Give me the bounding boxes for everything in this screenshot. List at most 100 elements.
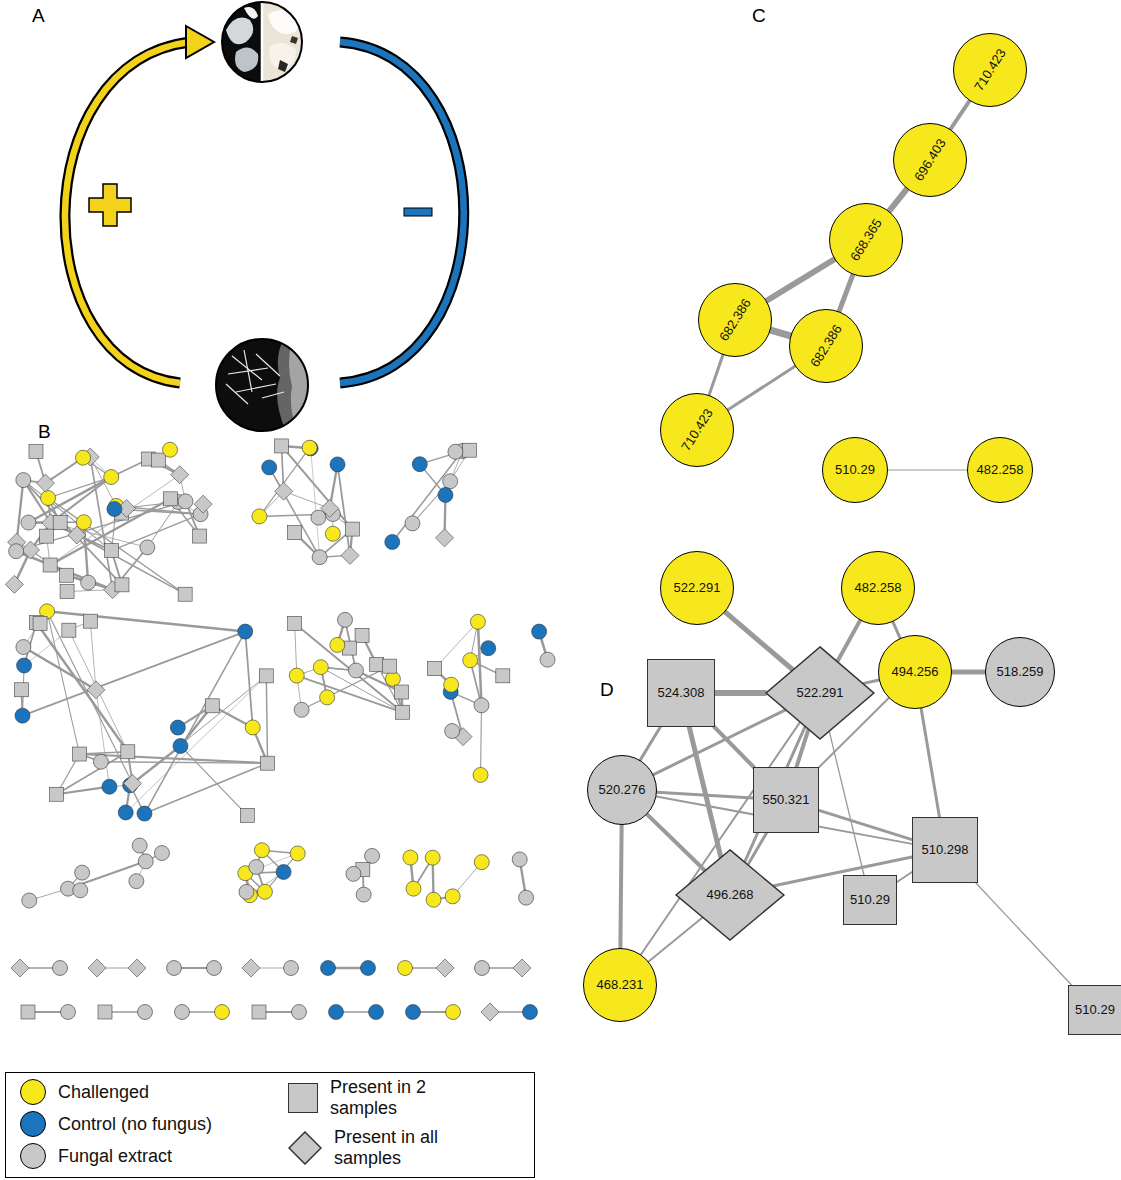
overview-node bbox=[412, 457, 427, 472]
overview-node bbox=[312, 550, 327, 565]
overview-node bbox=[238, 624, 253, 639]
overview-node bbox=[73, 747, 87, 761]
overview-square bbox=[50, 787, 64, 801]
overview-square bbox=[394, 685, 408, 699]
hypha bbox=[244, 350, 252, 392]
network-node-diamond: 522.291 bbox=[765, 646, 875, 740]
overview-node bbox=[284, 961, 299, 976]
overview-circle bbox=[475, 961, 490, 976]
overview-node bbox=[338, 612, 353, 627]
overview-node bbox=[154, 846, 169, 861]
overview-circle bbox=[16, 473, 31, 488]
overview-circle bbox=[398, 961, 413, 976]
overview-circle bbox=[426, 892, 441, 907]
legend-swatch bbox=[288, 1131, 322, 1165]
panel-letter: A bbox=[32, 6, 45, 25]
network-edge bbox=[715, 690, 765, 696]
overview-edge bbox=[47, 611, 79, 754]
network-edge bbox=[864, 680, 879, 683]
overview-square bbox=[33, 616, 47, 630]
network-edge bbox=[819, 810, 912, 839]
overview-circle bbox=[481, 641, 496, 656]
overview-node bbox=[128, 959, 146, 977]
overview-node bbox=[385, 534, 400, 549]
photo-frame bbox=[216, 339, 308, 431]
overview-node bbox=[170, 720, 185, 735]
overview-node bbox=[446, 1005, 461, 1020]
mass-label: 510.29 bbox=[850, 893, 890, 907]
overview-square bbox=[275, 439, 289, 453]
overview-node bbox=[240, 808, 254, 822]
overview-edge bbox=[284, 491, 330, 508]
overview-node bbox=[16, 640, 31, 655]
overview-node bbox=[73, 883, 88, 898]
overview-circle bbox=[132, 838, 147, 853]
overview-node bbox=[60, 585, 74, 599]
network-edge bbox=[714, 727, 753, 767]
network-edge bbox=[767, 259, 835, 300]
overview-node bbox=[475, 961, 490, 976]
hypha bbox=[236, 384, 276, 392]
overview-node bbox=[115, 578, 129, 592]
network-edge bbox=[829, 732, 864, 875]
legend-swatch bbox=[288, 1083, 318, 1113]
network-node-circle: 510.29 bbox=[822, 437, 888, 503]
overview-circle bbox=[262, 460, 277, 475]
overview-circle bbox=[365, 848, 380, 863]
overview-node bbox=[396, 705, 410, 719]
overview-node bbox=[532, 624, 547, 639]
mass-label: 696.403 bbox=[911, 136, 948, 183]
overview-edge bbox=[96, 690, 109, 787]
network-edge bbox=[952, 670, 985, 675]
network-edge bbox=[689, 727, 720, 857]
mass-label: 518.259 bbox=[997, 665, 1044, 679]
overview-node bbox=[239, 884, 254, 899]
coral-photo bbox=[220, 0, 304, 84]
overview-node bbox=[448, 444, 463, 459]
network-edge bbox=[640, 727, 660, 760]
overview-circle bbox=[239, 884, 254, 899]
photo-speck bbox=[290, 36, 298, 44]
network-edge bbox=[976, 883, 1072, 985]
overview-edge bbox=[57, 752, 128, 794]
overview-node bbox=[540, 652, 555, 667]
overview-node bbox=[463, 653, 478, 668]
overview-node bbox=[102, 779, 117, 794]
overview-node bbox=[462, 443, 476, 457]
photo-frame bbox=[222, 2, 302, 82]
overview-edge bbox=[245, 632, 252, 728]
overview-square bbox=[355, 628, 369, 642]
overview-node bbox=[17, 658, 32, 673]
overview-circle bbox=[53, 961, 68, 976]
network-edge bbox=[897, 872, 912, 882]
network-edge bbox=[641, 723, 800, 955]
network-node-square: 550.321 bbox=[753, 767, 819, 833]
overview-node bbox=[21, 515, 36, 530]
plus-symbol bbox=[89, 184, 131, 226]
overview-circle bbox=[154, 846, 169, 861]
overview-node bbox=[21, 1005, 35, 1019]
overview-node bbox=[288, 616, 302, 630]
overview-node bbox=[330, 457, 345, 472]
overview-diamond bbox=[242, 959, 260, 977]
overview-circle bbox=[405, 516, 420, 531]
overview-diamond bbox=[11, 959, 29, 977]
overview-edge bbox=[16, 501, 185, 551]
negative-arc-outline bbox=[340, 42, 464, 383]
overview-node bbox=[171, 466, 189, 484]
overview-node bbox=[341, 546, 359, 564]
positive-arc-outline bbox=[65, 42, 190, 383]
overview-node bbox=[436, 959, 454, 977]
overview-node bbox=[121, 745, 135, 759]
legend-swatch bbox=[20, 1143, 46, 1169]
overview-node bbox=[426, 892, 441, 907]
overview-diamond bbox=[128, 959, 146, 977]
overview-circle bbox=[284, 961, 299, 976]
overview-node bbox=[313, 660, 328, 675]
overview-node bbox=[261, 756, 275, 770]
overview-node bbox=[9, 544, 24, 559]
overview-node bbox=[53, 515, 67, 529]
overview-node bbox=[443, 474, 458, 489]
overview-node bbox=[11, 959, 29, 977]
